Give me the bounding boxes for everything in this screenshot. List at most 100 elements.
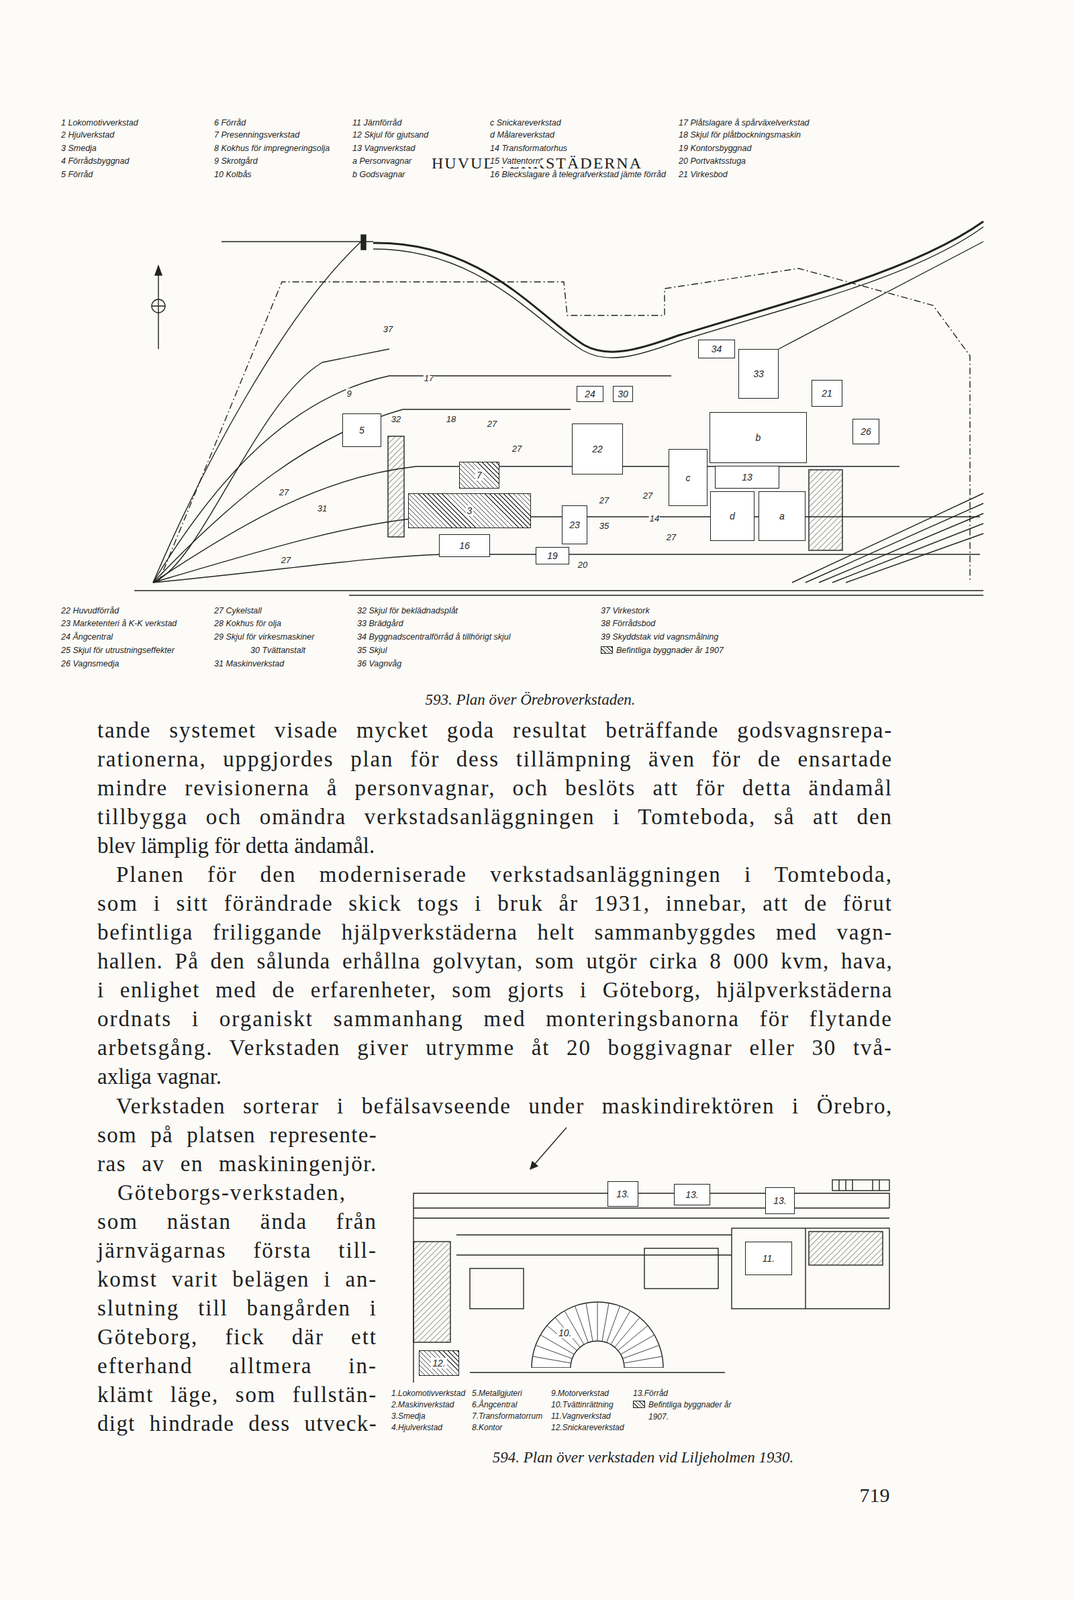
building-number: 30 [616, 388, 630, 400]
legend-text: 31 Maskinverkstad [214, 657, 284, 670]
callout-number: 27 [280, 555, 292, 566]
legend-text: 30 Tvättanstalt [250, 644, 306, 657]
body-text-line: tande systemet visade mycket goda result… [97, 716, 893, 745]
building-box: 24 [576, 385, 604, 403]
building-number: 5 [357, 424, 366, 436]
body-text-line: Göteborgs-verkstaden, [117, 1178, 347, 1207]
legend-text: 21 Virkesbod [678, 168, 728, 181]
building-box: 34 [698, 339, 736, 359]
legend-swatch [600, 646, 613, 654]
body-text-line: efterhand alltmera in- [97, 1351, 378, 1381]
figure-caption: 593. Plan över Örebroverkstaden. [424, 690, 636, 710]
road [373, 221, 984, 352]
callout-number: 18 [445, 414, 457, 425]
legend-text: 28 Kokhus för olja [214, 617, 282, 630]
road [373, 226, 984, 358]
callout-number: 31 [316, 503, 328, 514]
building-box: 5 [342, 413, 382, 448]
body-text-line: ordnats i organiskt sammanhang med monte… [97, 1004, 893, 1034]
legend-entry: Befintliga byggnader år 1907. [632, 1398, 750, 1424]
figure-caption: 594. Plan över verkstaden vid Liljeholme… [492, 1448, 794, 1468]
body-text-line: slutning till bangården i [97, 1294, 378, 1323]
legend-text: Befintliga byggnader år 1907. [648, 1398, 750, 1424]
building-number: 24 [583, 388, 597, 400]
sign-block [832, 1180, 890, 1191]
body-text-line: klämt läge, som fullstän- [97, 1380, 378, 1409]
legend-text: 18 Skjul för plåtbockningsmaskin [678, 128, 801, 141]
body-text-line: tillbygga och omändra verkstadsanläggnin… [97, 802, 893, 832]
legend-text: c Snickareverkstad [490, 116, 562, 129]
legend-text: 1.Lokomotivverkstad [391, 1387, 466, 1400]
legend-text: b Godsvagnar [352, 168, 406, 181]
legend-swatch [632, 1400, 646, 1409]
building-number: 26 [859, 426, 873, 437]
legend-text: 11 Järnförråd [352, 116, 402, 129]
track [832, 523, 984, 583]
legend-text: 13 Vagnverkstad [352, 142, 415, 155]
legend-entry: Befintliga byggnader år 1907 [600, 644, 724, 657]
building-box: 30 [612, 385, 633, 403]
building-number: 34 [710, 343, 724, 355]
callout-number: 27 [598, 495, 610, 506]
legend-text: 32 Skjul för beklädnadsplåt [357, 604, 458, 617]
legend-text: 1 Lokomotivverkstad [61, 116, 139, 129]
building-box: d [710, 491, 755, 542]
body-text-line: rationerna, uppgjordes plan för dess til… [97, 745, 893, 774]
legend-text: 38 Förrådsbod [600, 617, 656, 630]
roundhouse-stall [602, 1302, 609, 1342]
roundhouse-stall [620, 1335, 655, 1355]
callout-number: 27 [642, 490, 654, 501]
building-number: 7 [475, 469, 484, 481]
roundhouse-stall [586, 1302, 593, 1342]
callout-number: 35 [598, 520, 610, 531]
legend-text: 24 Ångcentral [61, 630, 113, 644]
building-box: a [758, 491, 806, 542]
legend-text: 6.Ångcentral [471, 1398, 517, 1411]
body-text-line: mindre revisionerna å personvagnar, och … [97, 773, 893, 803]
legend-text: 10.Tvättinrättning [551, 1398, 614, 1411]
legend-text: 4 Förrådsbyggnad [61, 155, 129, 168]
building-number: 23 [567, 519, 582, 531]
building-number: 16 [457, 540, 472, 552]
building-box: 12. [418, 1350, 460, 1377]
building-number: 11. [761, 1253, 776, 1264]
building-number: a [777, 510, 787, 522]
legend-text: 26 Vagnsmedja [61, 657, 119, 670]
body-text-line: befintliga friliggande hjälpverkstäderna… [97, 918, 893, 947]
callout-number: 9 [345, 388, 352, 399]
roundhouse-stall [610, 1310, 631, 1345]
building-box: 7 [459, 461, 500, 489]
body-text-line: Verkstaden sorterar i befälsavseende und… [116, 1092, 893, 1121]
page-number: 719 [859, 1484, 891, 1507]
track [153, 466, 900, 583]
track [778, 241, 984, 350]
callout-number: 20 [577, 559, 589, 570]
roundhouse-stall [555, 1317, 580, 1348]
building-block [469, 1268, 524, 1309]
callout-number: 37 [382, 324, 394, 335]
legend-text: 15 Vattentorn [490, 155, 541, 168]
legend-text: 25 Skjul för utrustningseffekter [61, 644, 175, 657]
legend-text: a Personvagnar [352, 155, 412, 168]
building-box: 22 [571, 423, 623, 475]
roundhouse: 10. [530, 1300, 665, 1369]
building-number: 10. [557, 1327, 573, 1339]
callout-number: 27 [486, 418, 498, 429]
legend-text: d Målareverkstad [490, 128, 555, 141]
roundhouse-outline [531, 1302, 664, 1369]
track [469, 1372, 725, 1373]
building-number: d [728, 510, 737, 522]
track [413, 1217, 890, 1219]
building-box: c [668, 449, 708, 507]
legend-text: 3.Smedja [391, 1410, 426, 1423]
building-box: b [709, 412, 807, 464]
legend-text: 37 Virkestork [600, 604, 650, 617]
building-box: 26 [852, 418, 880, 445]
legend-text: 27 Cykelstall [214, 604, 262, 617]
building-box: 13. [607, 1181, 639, 1207]
track [221, 240, 374, 242]
building-box: 33 [738, 349, 779, 399]
track [818, 513, 984, 583]
legend-text: 7.Transformatorrum [471, 1410, 543, 1423]
legend-text: 2.Maskinverkstad [391, 1398, 454, 1411]
